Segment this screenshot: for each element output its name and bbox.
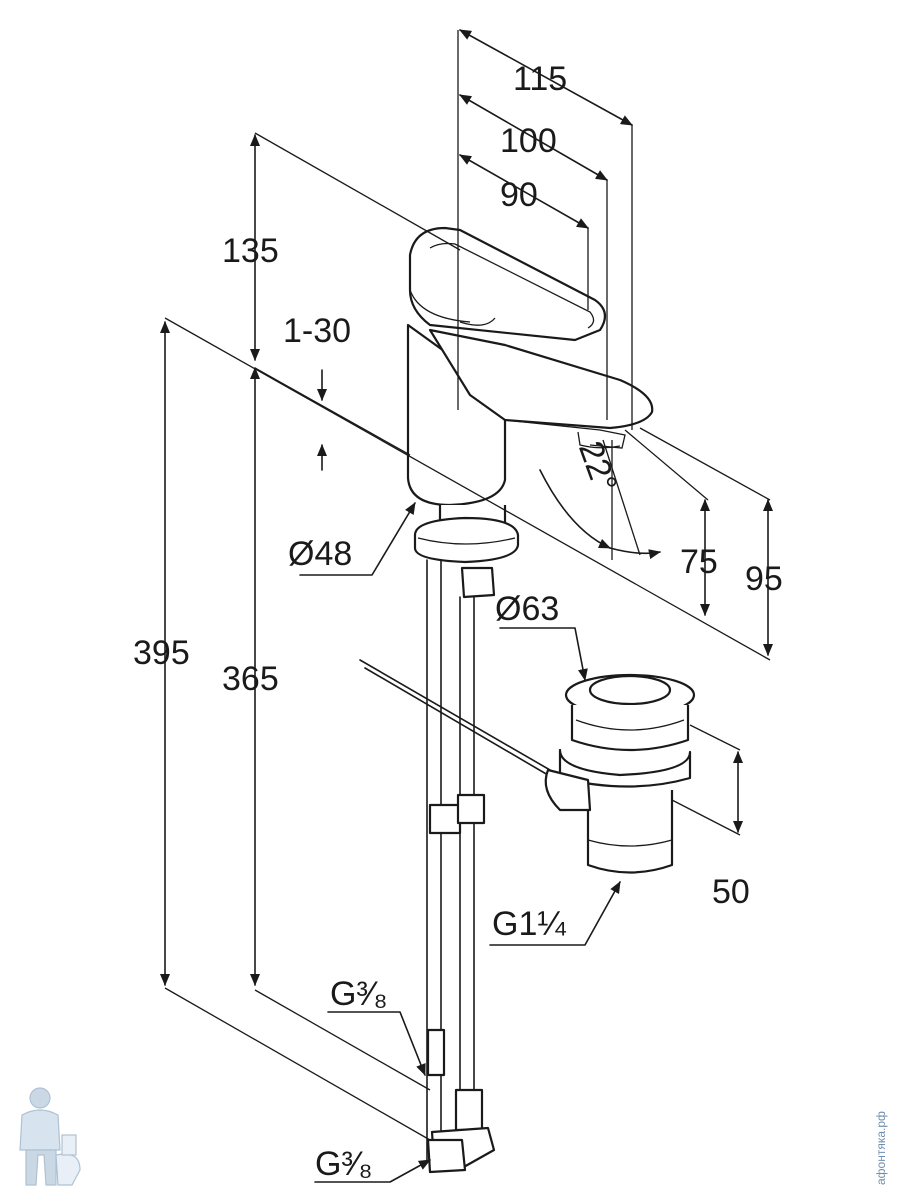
thread-g3-8-lower: G³⁄₈ xyxy=(315,1145,373,1183)
dim-135: 135 xyxy=(222,232,279,270)
dimension-labels: 115 100 90 135 1-30 Ø48 22° 75 95 Ø63 39… xyxy=(133,60,783,1183)
dim-diameter-48: Ø48 xyxy=(288,535,352,573)
dim-90: 90 xyxy=(500,176,538,214)
dim-365: 365 xyxy=(222,660,279,698)
dim-75: 75 xyxy=(680,543,718,581)
dim-95: 95 xyxy=(745,560,783,598)
dim-395: 395 xyxy=(133,634,190,672)
dimension-lines xyxy=(160,29,773,1183)
dim-angle-22: 22° xyxy=(571,436,624,497)
dim-50: 50 xyxy=(712,873,750,911)
watermark-site-text: афонтяка.рф xyxy=(874,1111,888,1185)
dim-100: 100 xyxy=(500,122,557,160)
dim-diameter-63: Ø63 xyxy=(495,590,559,628)
plumber-mascot-icon xyxy=(19,1087,81,1186)
mounting-assembly xyxy=(359,505,551,1174)
faucet-body xyxy=(406,226,654,507)
dim-1-30: 1-30 xyxy=(283,312,351,350)
pop-up-waste xyxy=(544,673,696,874)
dim-115: 115 xyxy=(513,60,567,98)
thread-g1-1-4: G1¼ xyxy=(492,905,566,943)
thread-g3-8-upper: G³⁄₈ xyxy=(330,975,388,1013)
